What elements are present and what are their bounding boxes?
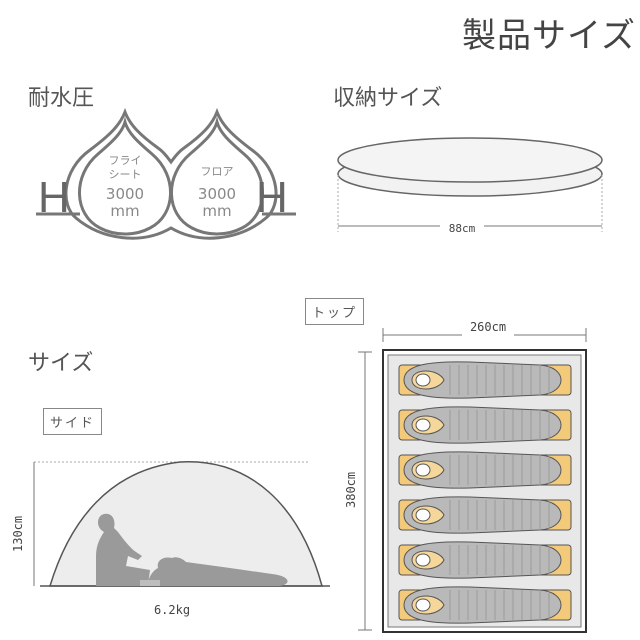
water-pressure-title: 耐水圧 [28, 86, 95, 111]
sleeper-face [415, 553, 431, 567]
top-width-label-bg [462, 320, 514, 336]
packed-size-title: 収納サイズ [333, 86, 443, 111]
fly-unit: mm [110, 202, 139, 220]
side-weight-label: 6.2kg [154, 603, 190, 617]
packed-disc-top [337, 137, 603, 183]
sleeper-1 [398, 361, 572, 399]
sleeper-face [415, 463, 431, 477]
top-width-label: 260cm [470, 320, 506, 334]
fly-label-line1: フライ [109, 154, 142, 167]
sleeper-3 [398, 451, 572, 489]
water-pressure-diagram: H H フライ シート 3000 mm フロア 3000 mm [36, 107, 296, 240]
side-height-label: 130cm [11, 516, 25, 552]
sleeper-face [415, 598, 431, 612]
fly-value: 3000 [106, 185, 144, 203]
size-title: サイズ [28, 351, 94, 376]
tent-floor-inner [387, 354, 582, 628]
top-view-tag: トップ [305, 298, 365, 325]
sleeper-5 [398, 541, 572, 579]
side-view-diagram: 130cm 6.2kg [11, 461, 330, 617]
side-pad [140, 580, 160, 586]
sleeper-2 [398, 406, 572, 444]
floor-value: 3000 [198, 185, 236, 203]
water-drop-outer-outline [64, 107, 278, 240]
sleeper-4 [398, 496, 572, 534]
sleeper-face [415, 508, 431, 522]
sitting-person [96, 513, 150, 586]
sleeper-face [415, 373, 431, 387]
floor-label: フロア [201, 165, 234, 178]
sleeper-face [415, 418, 431, 432]
top-length-label: 380cm [344, 472, 358, 508]
side-view-tag: サイド [43, 408, 103, 435]
top-view-diagram: 260cm 380cm [343, 320, 587, 633]
sleeper-6 [398, 586, 572, 624]
floor-drop [170, 116, 264, 236]
lying-person [148, 557, 288, 586]
sleeper-rows [398, 361, 572, 624]
fly-label-line2: シート [109, 168, 142, 181]
page-title: 製品サイズ [462, 16, 636, 56]
packed-size-diagram: 88cm [337, 137, 603, 235]
packed-width-label: 88cm [449, 222, 476, 235]
floor-unit: mm [202, 202, 231, 220]
top-length-label-bg [343, 458, 359, 510]
packed-label-bg [440, 218, 484, 234]
fly-sheet-drop [78, 116, 172, 236]
